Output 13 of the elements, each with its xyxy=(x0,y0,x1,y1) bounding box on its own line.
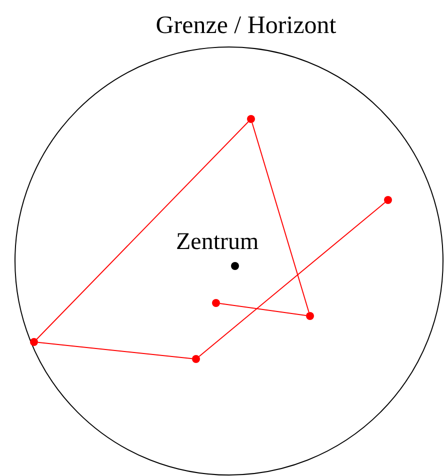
point-marker xyxy=(247,115,255,123)
path-segment xyxy=(198,202,386,357)
point-marker xyxy=(30,338,38,346)
path-segment xyxy=(36,121,249,340)
point-marker xyxy=(384,196,392,204)
center-label: Zentrum xyxy=(176,228,259,256)
point-marker xyxy=(306,312,314,320)
path-segment xyxy=(37,342,193,360)
point-marker xyxy=(192,355,200,363)
path-segment xyxy=(219,303,307,316)
path-segment xyxy=(252,122,310,313)
circle-title: Grenze / Horizont xyxy=(154,12,338,40)
point-marker xyxy=(212,299,220,307)
